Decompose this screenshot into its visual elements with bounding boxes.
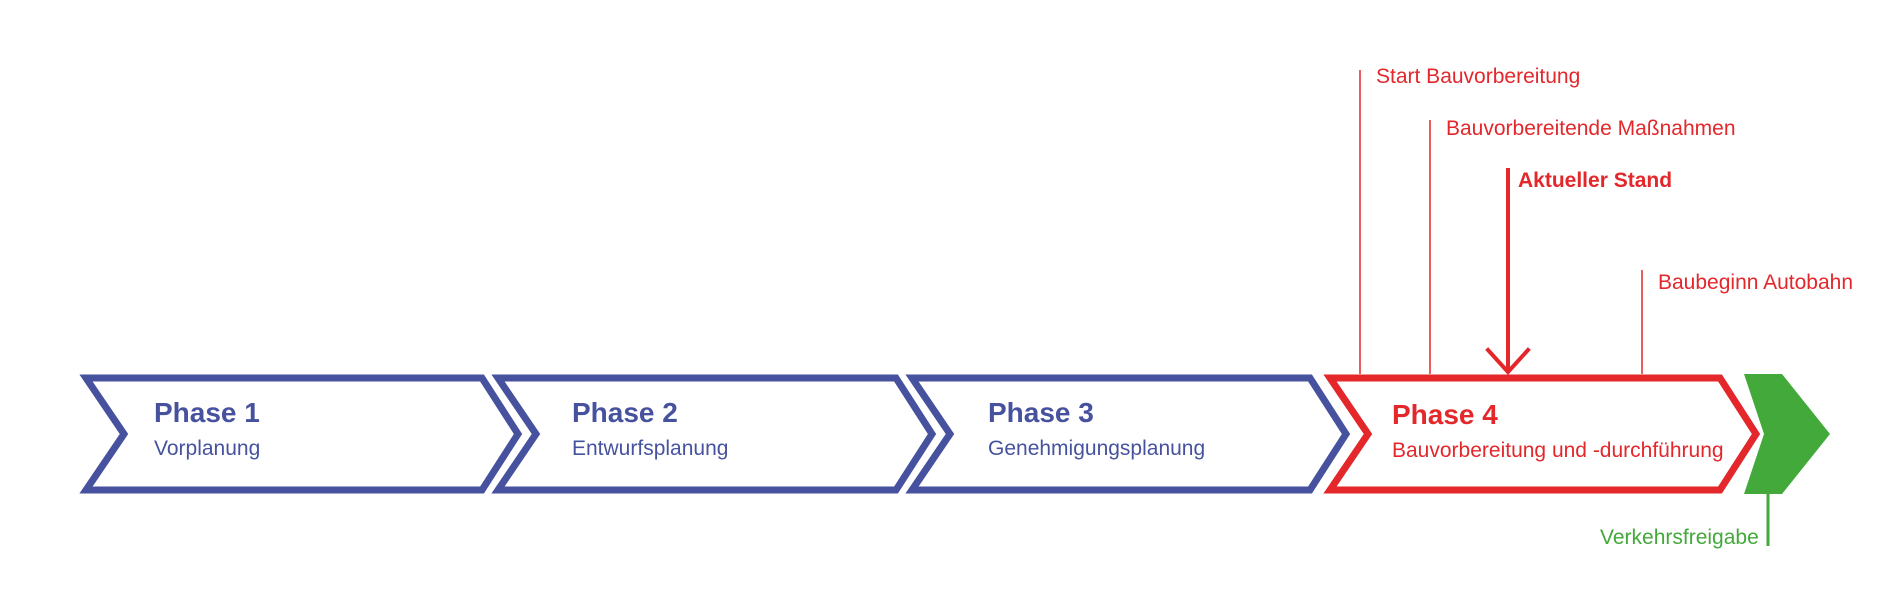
- phase-2-chevron: [491, 374, 937, 494]
- phase-1-subtitle: Vorplanung: [154, 437, 261, 460]
- phase-1-title: Phase 1: [154, 397, 260, 428]
- construction-start-milestone-label: Baubeginn Autobahn: [1658, 271, 1854, 294]
- phase-2-title: Phase 2: [572, 397, 678, 428]
- phase-2-subtitle: Entwurfsplanung: [572, 437, 729, 460]
- current-status-arrowhead: [1485, 347, 1531, 375]
- phase-3-chevron: [905, 374, 1351, 494]
- current-status-label: Aktueller Stand: [1518, 169, 1673, 192]
- phase-4-title: Phase 4: [1392, 399, 1498, 430]
- phase-1-chevron: [79, 374, 523, 494]
- phase-3-subtitle: Genehmigungsplanung: [988, 437, 1206, 460]
- measures-milestone-label: Bauvorbereitende Maßnahmen: [1446, 117, 1736, 140]
- start-milestone-label: Start Bauvorbereitung: [1376, 65, 1581, 88]
- completion-arrow: [1744, 374, 1830, 494]
- phase-4-chevron: [1323, 374, 1761, 494]
- phase-3-title: Phase 3: [988, 397, 1094, 428]
- phase-4-subtitle: Bauvorbereitung und -durchführung: [1392, 439, 1724, 462]
- opening-milestone-label: Verkehrsfreigabe: [1600, 526, 1759, 549]
